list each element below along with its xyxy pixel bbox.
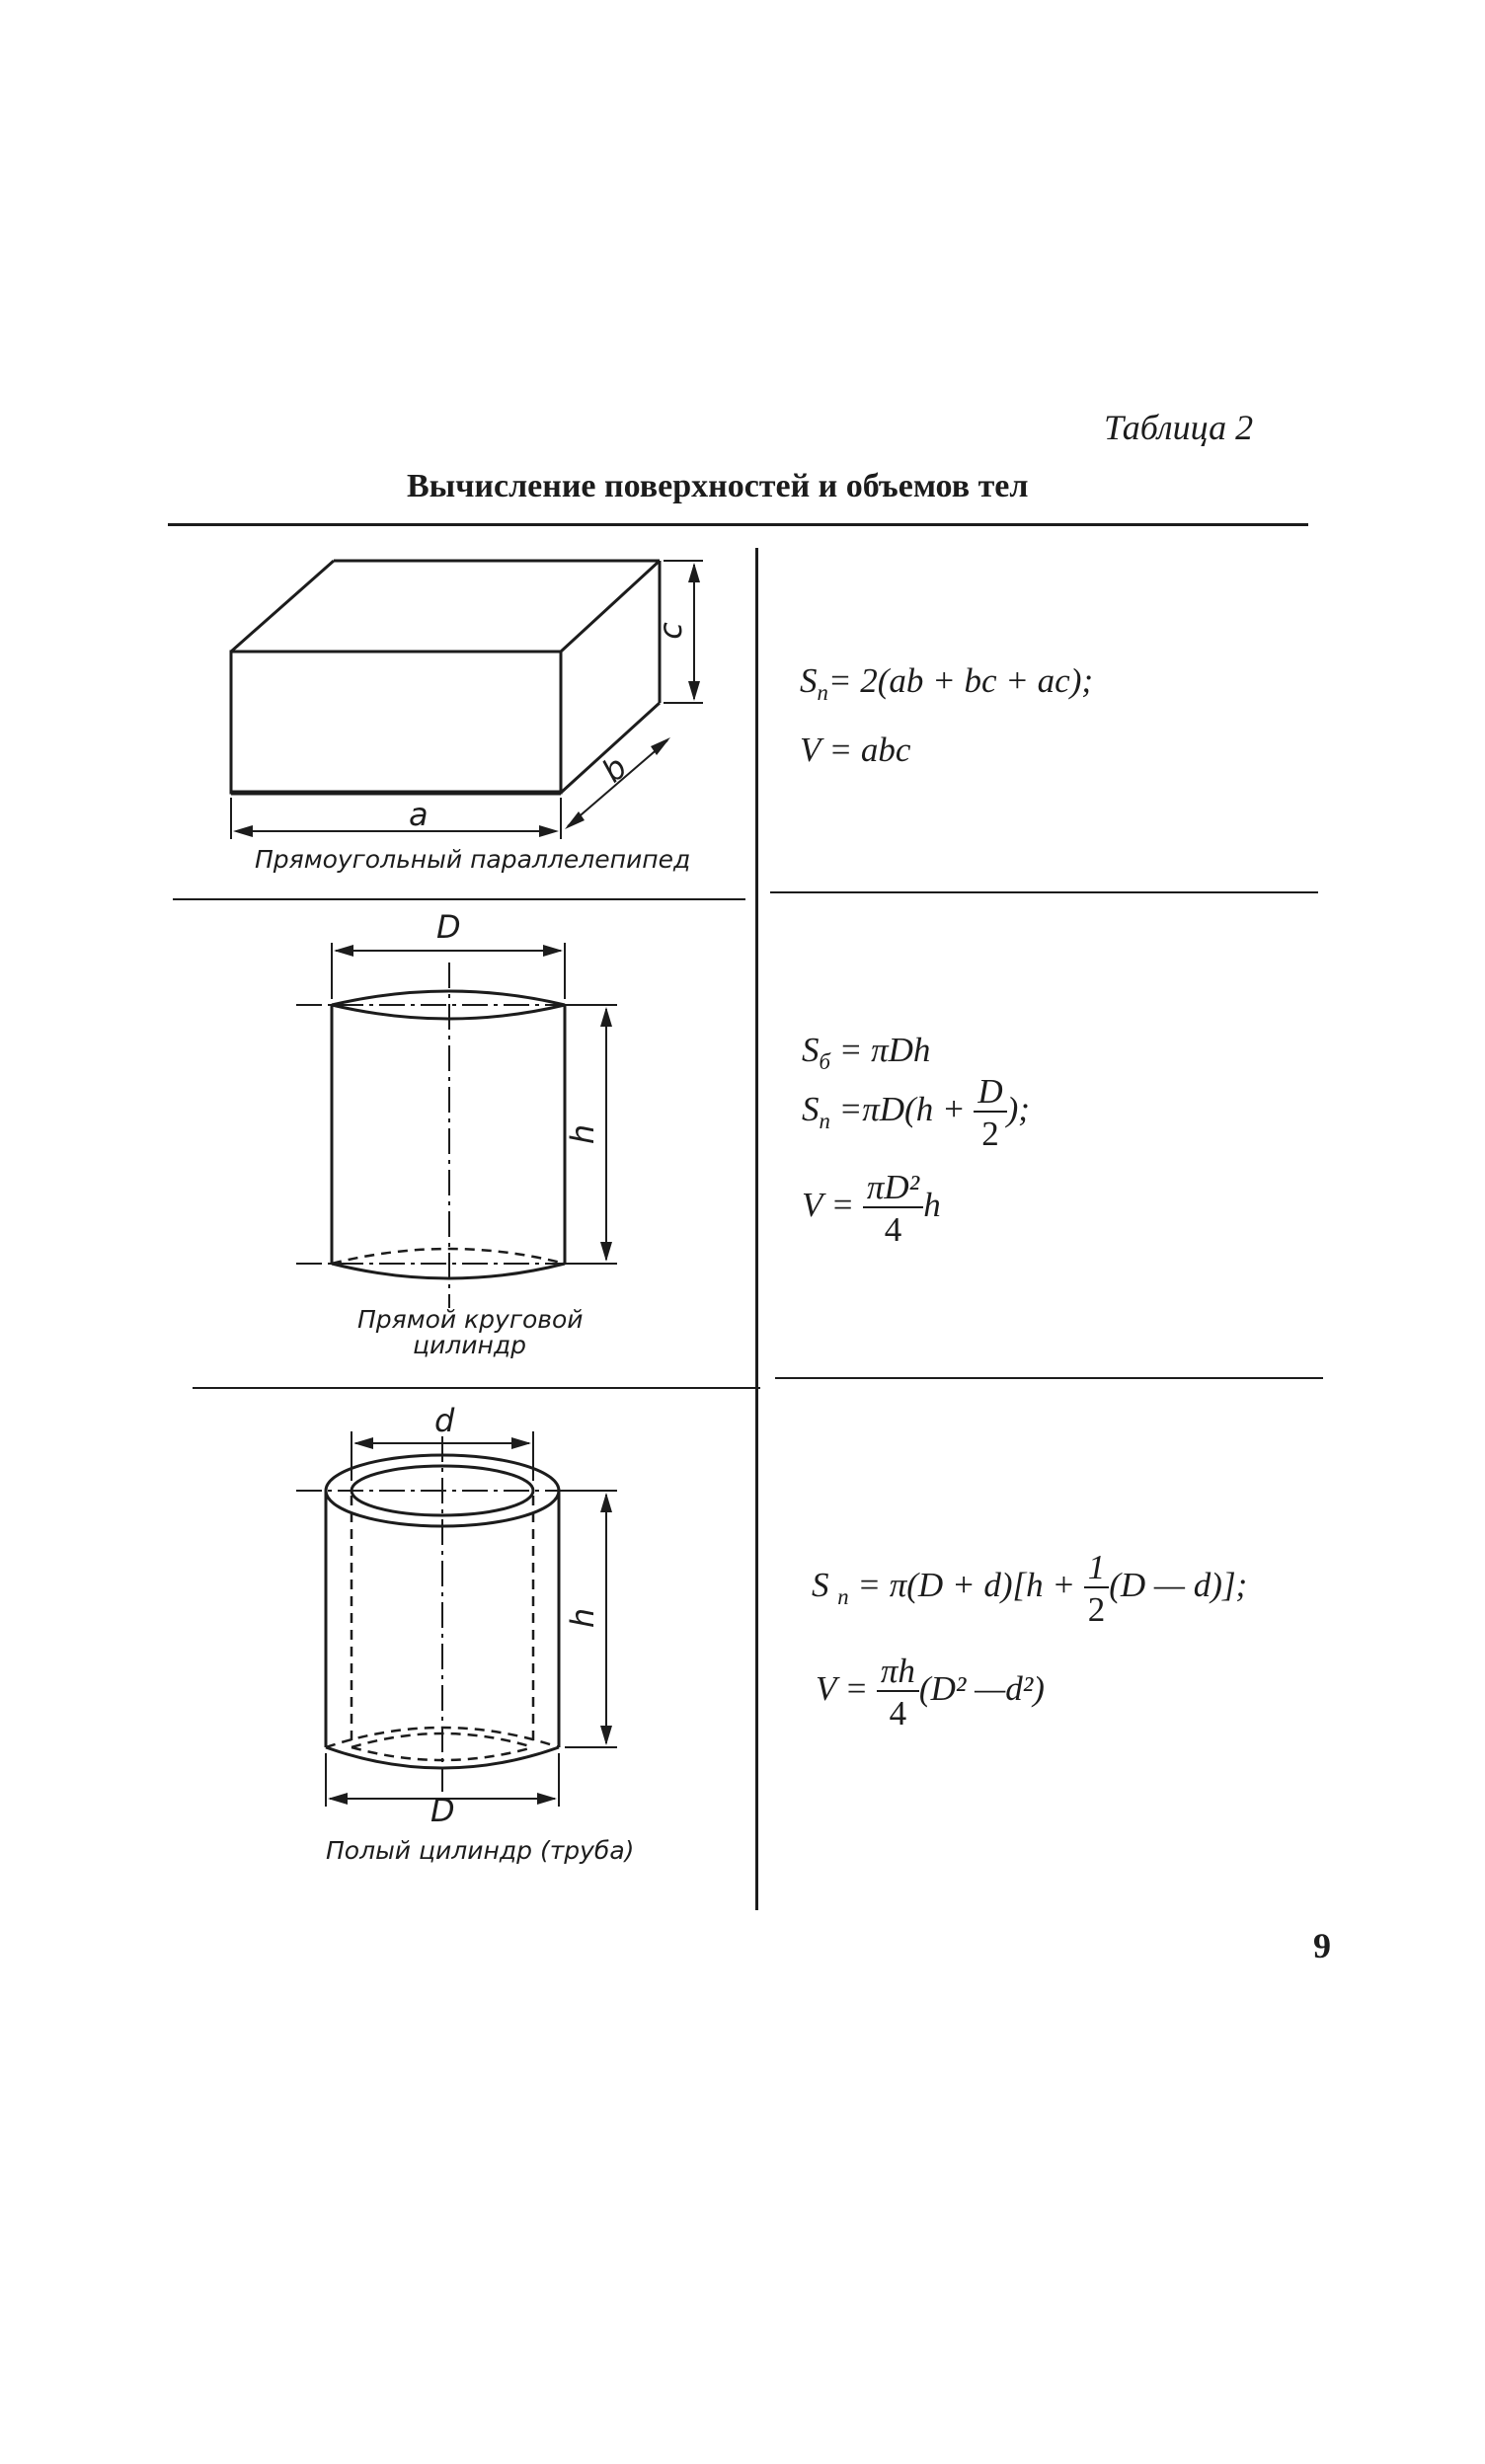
parallelepiped-figure: [229, 559, 703, 839]
page-number: 9: [1313, 1926, 1331, 1965]
hollow-cylinder-figure: [296, 1431, 617, 1807]
top-rule: [168, 523, 1308, 526]
caption-cylinder-line2: цилиндр: [413, 1331, 526, 1359]
column-divider: [755, 548, 758, 1910]
formula-cylinder-lateral: Sб = πDh: [802, 1031, 931, 1074]
dim-a-label: a: [409, 796, 429, 833]
dim-D-label: D: [436, 908, 461, 946]
dim-d-label: d: [434, 1402, 455, 1439]
caption-hollow-cylinder: Полый цилиндр (труба): [326, 1836, 635, 1865]
row-rule-1-left: [173, 898, 745, 900]
row-rule-2-left: [193, 1387, 760, 1389]
dim-h2-label: h: [564, 1607, 602, 1629]
table-label: Таблица 2: [1104, 408, 1254, 447]
row-rule-2-right: [775, 1377, 1323, 1379]
caption-parallelepiped: Прямоугольный параллелепипед: [255, 845, 691, 874]
row-rule-1-right: [770, 891, 1318, 893]
table-title: Вычисление поверхностей и объемов тел: [407, 468, 1029, 504]
formula-parallelepiped-surface: Sn= 2(ab + bc + ac);: [800, 661, 1094, 705]
formula-parallelepiped-volume: V = abc: [800, 731, 911, 769]
dim-D2-label: D: [430, 1792, 455, 1829]
caption-cylinder-line1: Прямой круговой: [357, 1305, 584, 1334]
cylinder-figure: [296, 943, 617, 1308]
